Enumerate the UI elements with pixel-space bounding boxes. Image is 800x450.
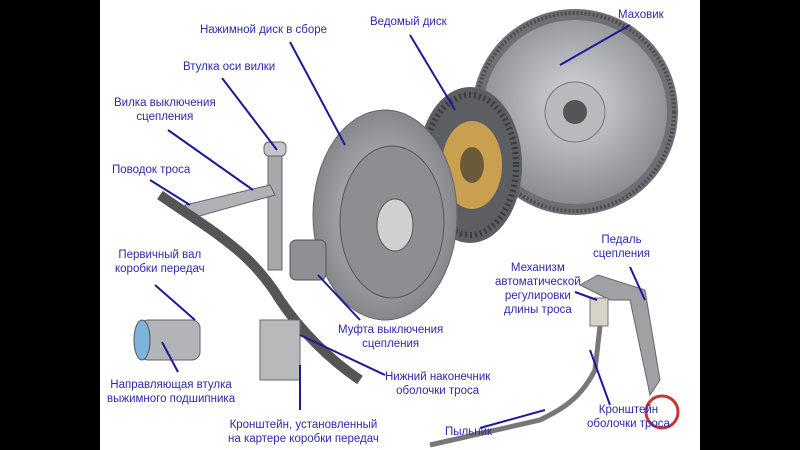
label-guide-sleeve: Направляющая втулка выжимного подшипника xyxy=(107,378,235,406)
line: сцепления xyxy=(593,248,650,260)
label-adjuster: Механизм автоматической регулировки длины т… xyxy=(495,261,581,317)
line: коробки передач xyxy=(115,263,205,275)
label-pedal: Педаль сцепления xyxy=(593,233,650,261)
release-fork-part xyxy=(157,141,363,385)
label-release-fork: Вилка выключения сцепления xyxy=(114,96,216,124)
diagram-artwork xyxy=(133,9,680,448)
label-boot: Пыльник xyxy=(445,426,493,438)
flywheel-part xyxy=(472,9,678,215)
line: на картере коробки передач xyxy=(228,433,379,445)
line: Муфта выключения xyxy=(338,324,444,336)
line: Кронштейн, установленный xyxy=(229,419,378,431)
label-fork-bushing: Втулка оси вилки xyxy=(183,61,276,73)
label-cable-lever: Поводок троса xyxy=(112,164,191,176)
line: сцепления xyxy=(362,338,420,350)
line: Педаль xyxy=(601,234,642,246)
line: выжимного подшипника xyxy=(107,393,236,405)
leader-lines xyxy=(149,24,646,429)
line: сцепления xyxy=(136,111,194,123)
line: оболочки троса xyxy=(396,385,480,397)
pressure-plate-part xyxy=(312,109,458,321)
clutch-diagram: Нажимной диск в сборе Ведомый диск Махов… xyxy=(100,0,700,450)
label-pressure-plate: Нажимной диск в сборе xyxy=(200,24,328,36)
pedal-part xyxy=(429,274,680,448)
line: Первичный вал xyxy=(118,249,202,261)
line: Направляющая втулка xyxy=(110,379,232,391)
line: Нижний наконечник xyxy=(385,371,491,383)
line: оболочки троса xyxy=(587,418,670,430)
label-flywheel: Маховик xyxy=(618,9,664,21)
label-input-shaft: Первичный вал коробки передач xyxy=(115,248,205,276)
label-sheath-bracket: Кронштейн оболочки троса xyxy=(587,403,670,431)
line: регулировки xyxy=(504,290,571,302)
line: Кронштейн xyxy=(598,404,659,416)
line: Вилка выключения xyxy=(114,97,216,109)
label-release-bearing: Муфта выключения сцепления xyxy=(338,323,443,351)
line: Механизм xyxy=(510,262,565,274)
line: длины троса xyxy=(503,304,572,316)
line: автоматической xyxy=(495,276,581,288)
guide-sleeve-part xyxy=(133,319,201,361)
label-driven-disc: Ведомый диск xyxy=(370,16,447,28)
label-lower-tip: Нижний наконечник оболочки троса xyxy=(385,370,490,398)
label-gearbox-bracket: Кронштейн, установленный на картере короб… xyxy=(228,418,379,446)
